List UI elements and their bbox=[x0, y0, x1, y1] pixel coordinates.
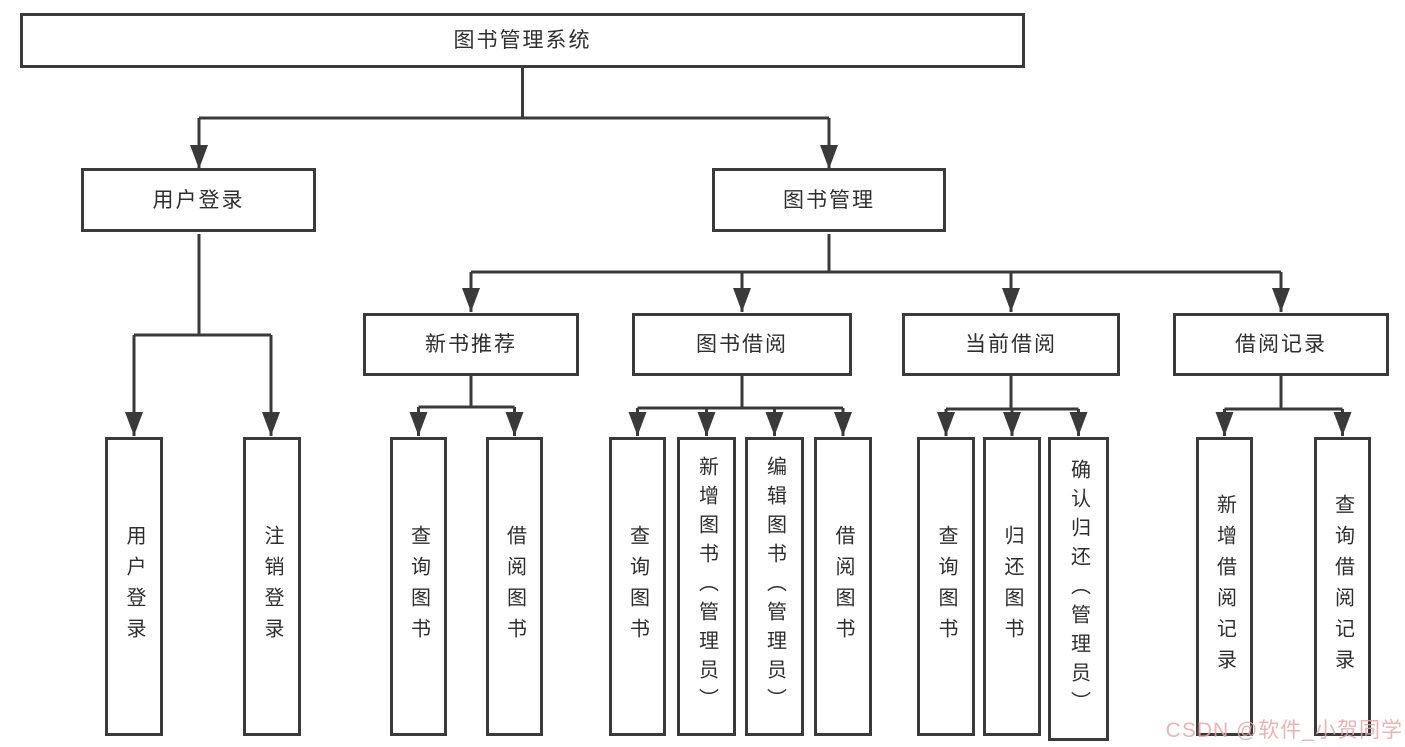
leaf-query-book-recommend-label: 查询图书 bbox=[407, 524, 430, 649]
node-new-book-recommend: 新书推荐 bbox=[363, 313, 579, 376]
leaf-add-book-admin: 新增图书（管理员） bbox=[677, 437, 736, 736]
node-book-borrow: 图书借阅 bbox=[632, 313, 852, 376]
node-user-login: 用户登录 bbox=[81, 168, 316, 232]
node-current-borrow: 当前借阅 bbox=[902, 313, 1120, 376]
node-borrow-records: 借阅记录 bbox=[1173, 313, 1389, 376]
leaf-query-book-recommend: 查询图书 bbox=[390, 437, 447, 736]
leaf-user-login-label: 用户登录 bbox=[123, 524, 145, 649]
leaf-query-borrow-record-label: 查询借阅记录 bbox=[1331, 493, 1354, 680]
leaf-confirm-return-admin: 确认归还（管理员） bbox=[1048, 437, 1109, 741]
leaf-query-book-borrow-label: 查询图书 bbox=[626, 524, 649, 649]
leaf-query-borrow-record: 查询借阅记录 bbox=[1314, 437, 1371, 736]
leaf-add-borrow-record: 新增借阅记录 bbox=[1196, 437, 1253, 736]
leaf-query-book-current-label: 查询图书 bbox=[935, 524, 957, 649]
node-book-management: 图书管理 bbox=[712, 168, 946, 232]
leaf-edit-book-admin-label: 编辑图书（管理员） bbox=[763, 456, 786, 717]
leaf-query-book-current: 查询图书 bbox=[917, 437, 975, 736]
leaf-borrow-book-recommend: 借阅图书 bbox=[486, 437, 543, 736]
leaf-edit-book-admin: 编辑图书（管理员） bbox=[745, 437, 804, 736]
node-library-management-system: 图书管理系统 bbox=[20, 13, 1025, 68]
leaf-borrow-book: 借阅图书 bbox=[814, 437, 872, 736]
leaf-add-borrow-record-label: 新增借阅记录 bbox=[1213, 493, 1236, 680]
leaf-return-book: 归还图书 bbox=[983, 437, 1041, 736]
leaf-query-book-borrow: 查询图书 bbox=[609, 437, 666, 736]
csdn-watermark: CSDN @软件_小贺同学 bbox=[1165, 719, 1403, 742]
leaf-confirm-return-admin-label: 确认归还（管理员） bbox=[1067, 458, 1090, 720]
leaf-add-book-admin-label: 新增图书（管理员） bbox=[695, 456, 718, 717]
leaf-borrow-book-label: 借阅图书 bbox=[832, 524, 854, 649]
leaf-return-book-label: 归还图书 bbox=[1001, 524, 1023, 649]
leaf-logout-label: 注销登录 bbox=[261, 524, 283, 649]
leaf-borrow-book-recommend-label: 借阅图书 bbox=[503, 524, 526, 649]
leaf-user-login: 用户登录 bbox=[105, 437, 163, 736]
leaf-logout: 注销登录 bbox=[243, 437, 301, 736]
